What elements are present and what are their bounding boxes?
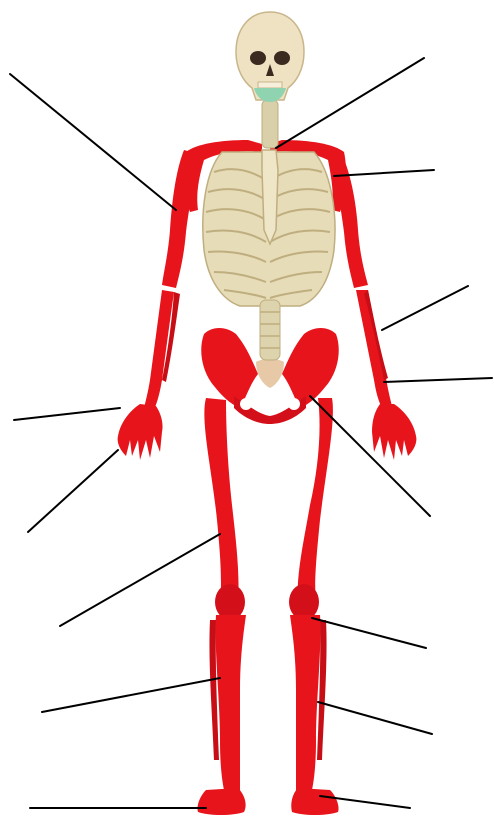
sternum (262, 150, 278, 244)
right-eye-socket (274, 51, 290, 65)
left-obturator (240, 398, 252, 410)
left-foot (197, 788, 245, 815)
right-kneecap (289, 584, 319, 620)
right-obturator (288, 398, 300, 410)
teeth (258, 82, 282, 88)
left-kneecap (215, 584, 245, 620)
lumbar-spine (260, 300, 280, 360)
rib-cage (203, 150, 335, 306)
left-eye-socket (250, 51, 266, 65)
right-foot (291, 788, 338, 815)
cervical-spine (262, 100, 278, 148)
